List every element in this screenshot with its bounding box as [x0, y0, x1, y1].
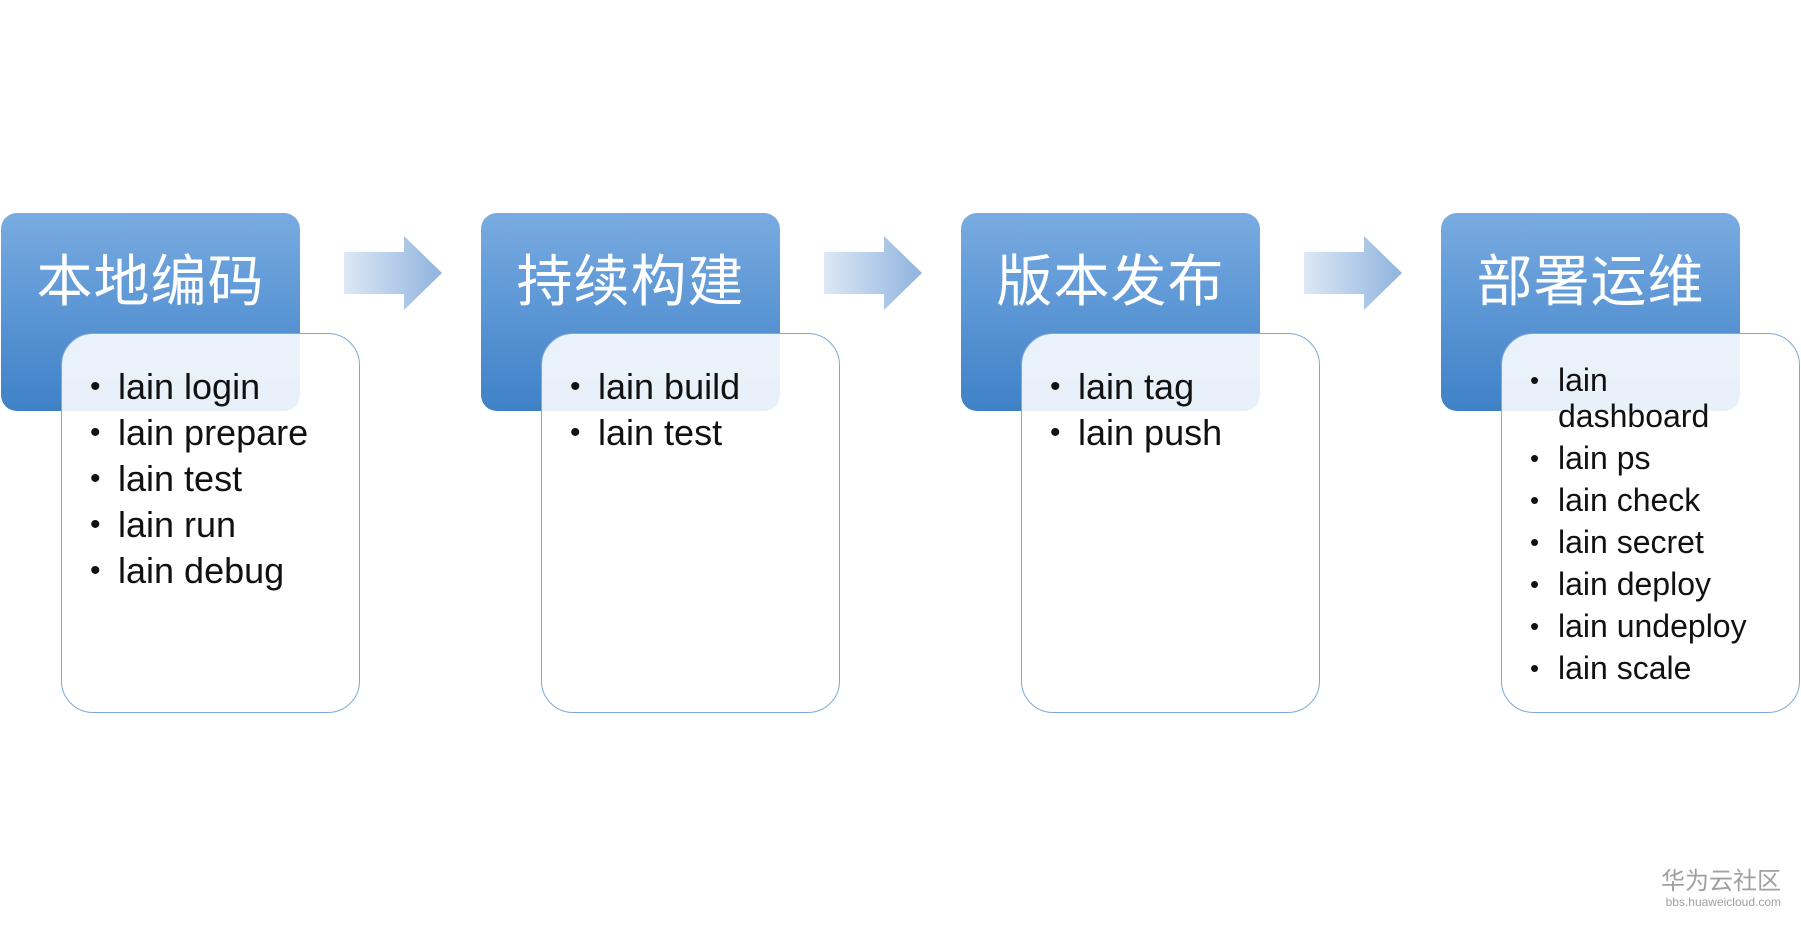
- command-label: lain ps: [1558, 440, 1651, 476]
- bullet-icon: •: [1530, 527, 1540, 557]
- stage-title: 本地编码: [36, 250, 265, 315]
- command-item: • lain check: [1530, 482, 1749, 518]
- command-list: • lain login • lain prepare • lain test • la…: [90, 364, 351, 594]
- bullet-icon: •: [1530, 365, 1540, 395]
- bullet-icon: •: [1050, 416, 1061, 449]
- command-item: • lain secret: [1530, 524, 1749, 560]
- command-label: lain check: [1558, 482, 1701, 518]
- command-item: • lain build: [570, 364, 831, 410]
- command-label: lain run: [118, 504, 237, 545]
- bullet-icon: •: [1530, 569, 1540, 599]
- stage-commands-box: • lain dashboard • lain ps • lain check • la…: [1501, 333, 1800, 713]
- stage-commands-box: • lain login • lain prepare • lain test • la…: [61, 333, 360, 713]
- command-item: • lain dashboard: [1530, 362, 1749, 434]
- command-item: • lain ps: [1530, 440, 1749, 476]
- command-label: lain scale: [1558, 650, 1692, 686]
- watermark-url: bbs.huaweicloud.com: [1665, 895, 1781, 909]
- watermark: 华为云社区 bbs.huaweicloud.com: [1661, 867, 1781, 909]
- command-label: lain debug: [118, 550, 285, 591]
- bullet-icon: •: [90, 370, 101, 403]
- command-list: • lain dashboard • lain ps • lain check • la…: [1530, 362, 1749, 692]
- command-item: • lain undeploy: [1530, 608, 1749, 644]
- bullet-icon: •: [1530, 485, 1540, 515]
- bullet-icon: •: [90, 462, 101, 495]
- command-label: lain test: [598, 412, 723, 453]
- command-item: • lain test: [90, 456, 351, 502]
- right-arrow-icon: [1304, 236, 1402, 310]
- right-arrow-icon: [824, 236, 922, 310]
- command-label: lain tag: [1078, 366, 1195, 407]
- command-label: lain login: [118, 366, 261, 407]
- bullet-icon: •: [570, 416, 581, 449]
- stage-title: 版本发布: [996, 250, 1225, 315]
- bullet-icon: •: [90, 416, 101, 449]
- bullet-icon: •: [90, 508, 101, 541]
- command-label: lain push: [1078, 412, 1223, 453]
- command-item: • lain scale: [1530, 650, 1749, 686]
- command-label: lain test: [118, 458, 243, 499]
- command-item: • lain deploy: [1530, 566, 1749, 602]
- command-list: • lain build • lain test: [570, 364, 831, 456]
- bullet-icon: •: [1530, 443, 1540, 473]
- command-item: • lain debug: [90, 548, 351, 594]
- command-list: • lain tag • lain push: [1050, 364, 1311, 456]
- command-item: • lain test: [570, 410, 831, 456]
- bullet-icon: •: [1530, 653, 1540, 683]
- command-label: lain build: [598, 366, 741, 407]
- stage-title: 持续构建: [516, 250, 745, 315]
- bullet-icon: •: [1530, 611, 1540, 641]
- command-item: • lain push: [1050, 410, 1311, 456]
- command-item: • lain run: [90, 502, 351, 548]
- stage-header-deploy-ops: 部署运维: [1441, 213, 1740, 411]
- stage-title: 部署运维: [1476, 250, 1705, 315]
- bullet-icon: •: [90, 554, 101, 587]
- command-item: • lain login: [90, 364, 351, 410]
- command-label: lain secret: [1558, 524, 1704, 560]
- watermark-title: 华为云社区: [1661, 867, 1781, 895]
- stage-commands-box: • lain build • lain test: [541, 333, 840, 713]
- command-label: lain prepare: [118, 412, 309, 453]
- right-arrow-icon: [344, 236, 442, 310]
- command-label: lain undeploy: [1558, 608, 1747, 644]
- stage-commands-box: • lain tag • lain push: [1021, 333, 1320, 713]
- command-label: lain dashboard: [1558, 362, 1710, 434]
- bullet-icon: •: [570, 370, 581, 403]
- command-item: • lain prepare: [90, 410, 351, 456]
- command-label: lain deploy: [1558, 566, 1711, 602]
- command-item: • lain tag: [1050, 364, 1311, 410]
- bullet-icon: •: [1050, 370, 1061, 403]
